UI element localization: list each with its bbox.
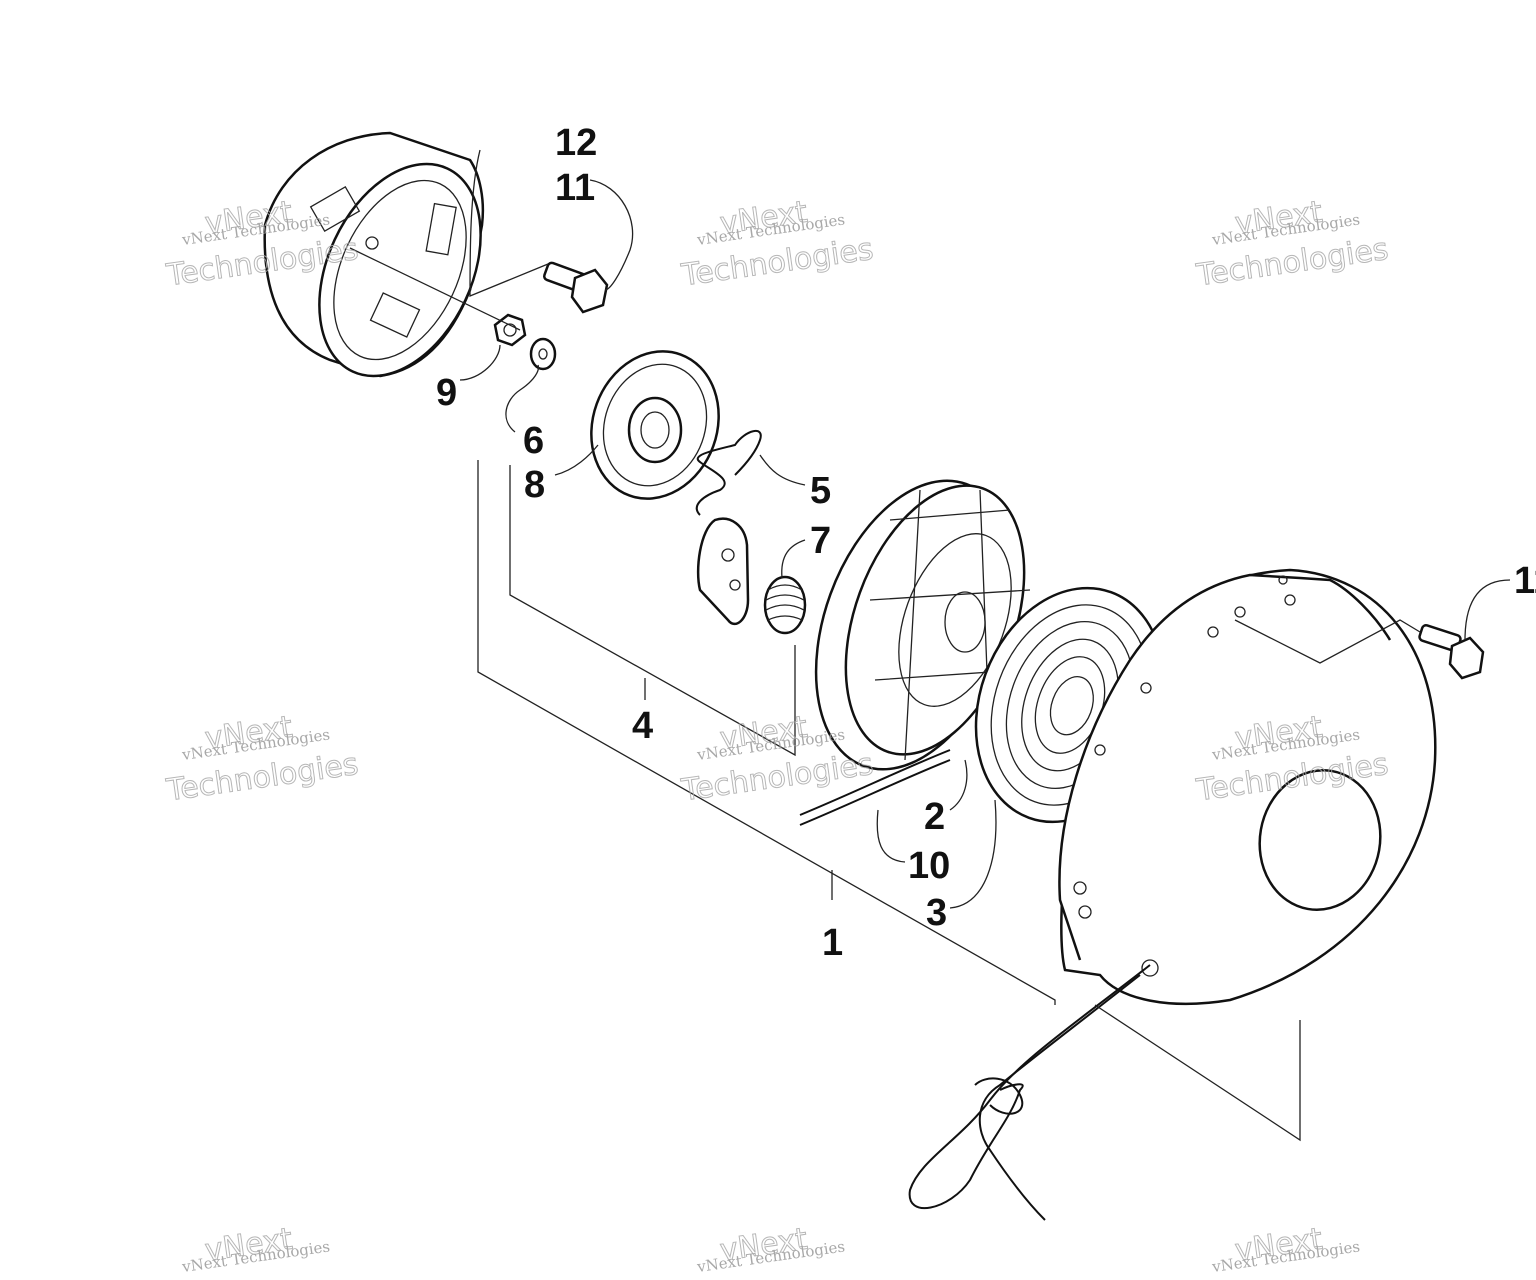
callout-12: 12 (555, 122, 597, 164)
part-5-spring-wire (695, 430, 762, 516)
callout-9: 9 (436, 372, 457, 414)
watermark-bm: vNext vNext Technologies (695, 1221, 846, 1276)
callout-6: 6 (523, 420, 544, 462)
part-7-coil-spring (763, 575, 807, 635)
part-9-nut (493, 313, 527, 347)
part-11-bolt-right (1418, 624, 1485, 680)
part-10-rope (799, 749, 1151, 1221)
callout-1: 1 (822, 922, 843, 964)
callout-2: 2 (924, 796, 945, 838)
watermark-tm: vNext vNext Technologies Technologies (678, 194, 876, 294)
callout-5: 5 (810, 470, 831, 512)
callout-4: 4 (632, 705, 653, 747)
callout-7: 7 (810, 520, 831, 562)
part-11-bolt-top (543, 261, 609, 314)
part-6-washer (529, 337, 557, 371)
callout-3: 3 (926, 892, 947, 934)
leader-lines (349, 149, 1511, 1142)
watermark-tr: vNext vNext Technologies Technologies (1193, 194, 1391, 294)
part-12-starter-cup (263, 131, 485, 378)
part-2-rope-reel (814, 479, 1031, 771)
callout-11: 11 (555, 167, 595, 209)
callout-labels: 12 11 9 6 8 5 7 4 2 10 3 1 11 (436, 122, 1536, 964)
callout-10: 10 (908, 845, 950, 887)
part-starter-housing (1058, 568, 1437, 1006)
part-pawl (696, 517, 750, 626)
watermark-bl: vNext vNext Technologies (180, 1221, 331, 1276)
watermark-br: vNext vNext Technologies (1210, 1221, 1361, 1276)
callout-8: 8 (524, 464, 545, 506)
callout-11-right: 11 (1514, 560, 1536, 602)
part-8-friction-plate (590, 350, 720, 500)
watermark-ml: vNext vNext Technologies Technologies (163, 709, 361, 809)
